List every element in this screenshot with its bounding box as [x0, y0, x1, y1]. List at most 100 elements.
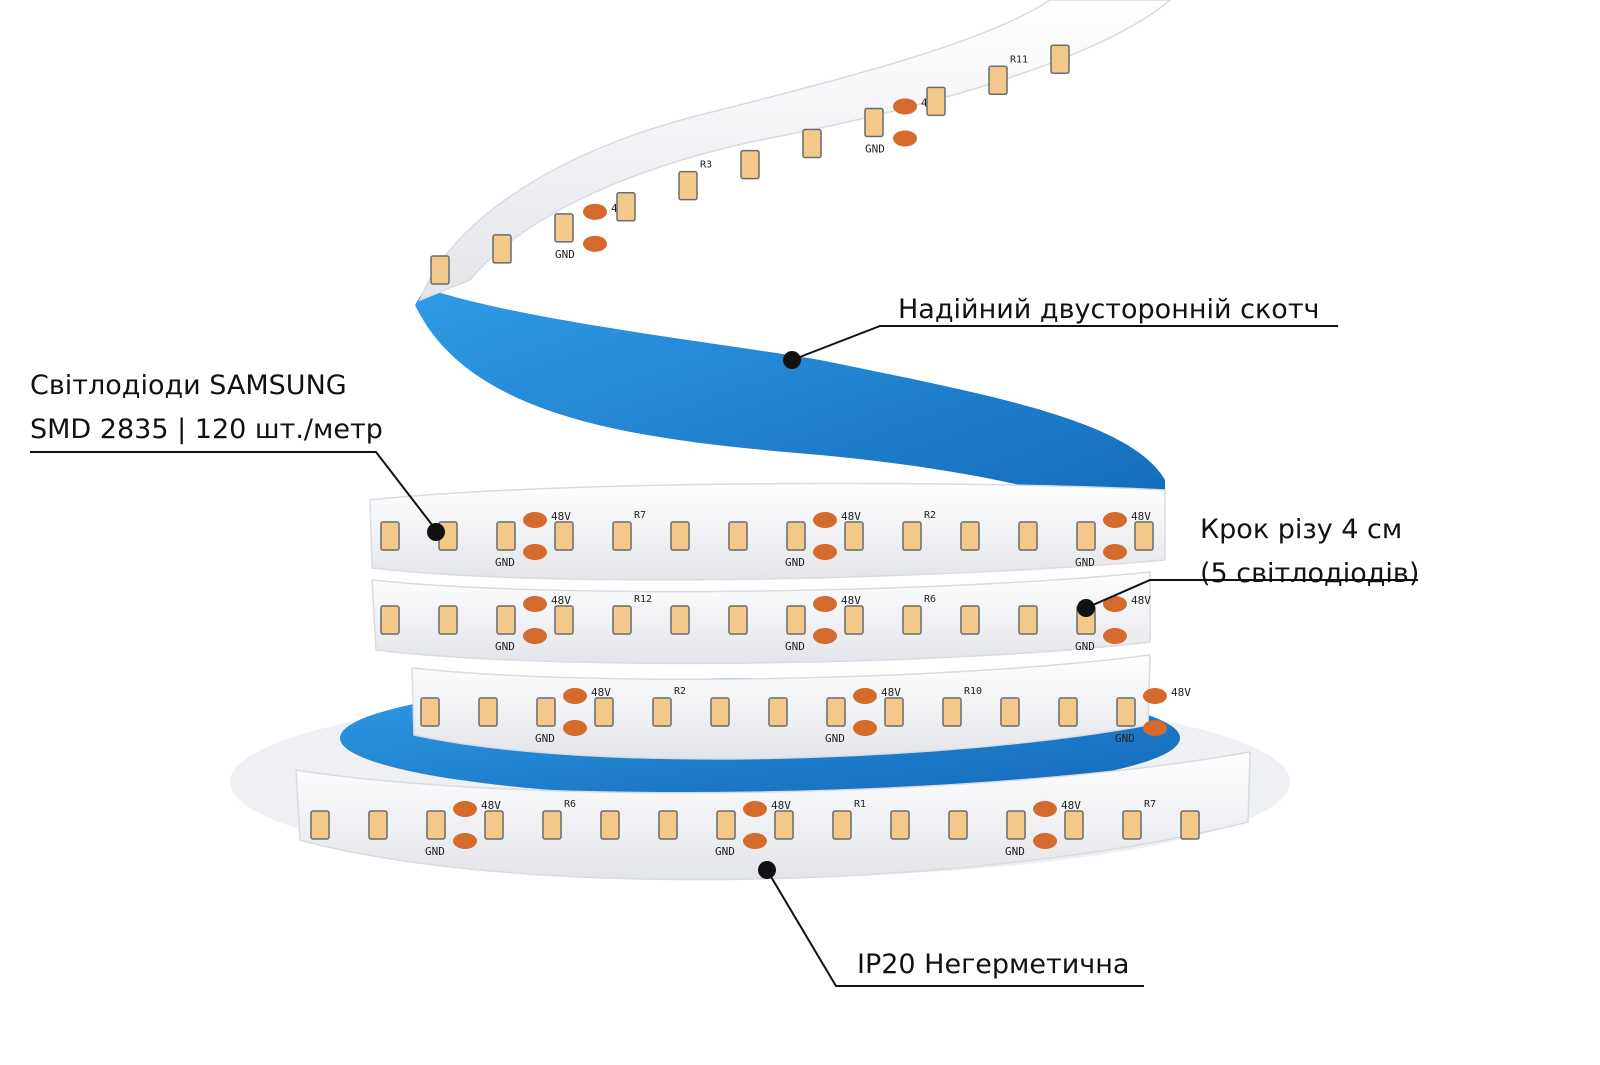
- coil-3-led: [768, 697, 788, 727]
- spiral-led: [926, 86, 946, 117]
- coil-4-voltage-marking: 48V: [481, 799, 501, 812]
- coil-1-solder-pad: [813, 512, 837, 528]
- coil-3-led: [1058, 697, 1078, 727]
- spiral-led: [864, 107, 884, 138]
- coil-2-resistor-marking: R12: [634, 594, 652, 605]
- coil-4-led: [948, 810, 968, 840]
- coil-1-solder-pad: [523, 512, 547, 528]
- callout-leds-label: Світлодіоди SAMSUNG SMD 2835 | 120 шт./м…: [30, 364, 383, 452]
- coil-1-solder-pad: [1103, 512, 1127, 528]
- coil-2-solder-pad: [813, 596, 837, 612]
- coil-1-solder-pad: [1103, 544, 1127, 560]
- coil-4-led: [1006, 810, 1026, 840]
- coil-3-led: [594, 697, 614, 727]
- callout-line-cut: [1085, 579, 1418, 609]
- coil-2-led: [554, 605, 574, 635]
- callout-cut-line-1: Крок різу 4 см: [1200, 514, 1403, 545]
- coil-3-led: [884, 697, 904, 727]
- coil-2-ground-marking: GND: [1075, 640, 1095, 653]
- coil-4-resistor-marking: R1: [854, 799, 866, 810]
- spiral-solder-pad: [893, 130, 917, 147]
- callout-lines: [30, 325, 1418, 987]
- coil-2-led: [728, 605, 748, 635]
- coil-4-voltage-marking: 48V: [1061, 799, 1081, 812]
- coil-2-led: [612, 605, 632, 635]
- coil-1-resistor-marking: R2: [924, 510, 936, 521]
- coil-3-solder-pad: [853, 688, 877, 704]
- coil-3-led: [1000, 697, 1020, 727]
- coil-4-led: [310, 810, 330, 840]
- coil-2-led: [960, 605, 980, 635]
- callout-leds-line-2: SMD 2835 | 120 шт./метр: [30, 414, 383, 445]
- led-strip-coil-4: [295, 751, 1251, 881]
- coil-4-led: [1064, 810, 1084, 840]
- coil-3-ground-marking: GND: [535, 732, 555, 745]
- coil-2-solder-pad: [1103, 596, 1127, 612]
- coil-1-led: [786, 521, 806, 551]
- coil-2-solder-pad: [813, 628, 837, 644]
- coil-4-led: [600, 810, 620, 840]
- coil-1-led: [1076, 521, 1096, 551]
- spiral-led: [492, 234, 512, 264]
- coil-3-led: [710, 697, 730, 727]
- coil-2-led: [1018, 605, 1038, 635]
- coil-4-resistor-marking: R6: [564, 799, 576, 810]
- coil-3-led: [420, 697, 440, 727]
- coil-1-voltage-marking: 48V: [551, 510, 571, 523]
- callout-line-tape: [791, 325, 1338, 361]
- coil-4-led: [368, 810, 388, 840]
- callout-cut-line-2: (5 світлодіодів): [1200, 558, 1420, 589]
- coil-4-ground-marking: GND: [715, 845, 735, 858]
- coil-3-solder-pad: [853, 720, 877, 736]
- callout-leds-line-1: Світлодіоди SAMSUNG: [30, 370, 347, 401]
- coil-3-resistor-marking: R10: [964, 686, 982, 697]
- callout-ip-text: IP20 Негерметична: [857, 949, 1130, 980]
- coil-4-led: [426, 810, 446, 840]
- spiral-solder-pad: [583, 235, 607, 252]
- coil-4-led: [1122, 810, 1142, 840]
- strip-components: 48V GND R7 48V GND R2 48V GND 48V GND R12 48V GND R6 4…: [310, 44, 1200, 858]
- spiral-resistor-marking: R11: [1010, 54, 1028, 65]
- spiral-ground-marking: GND: [865, 142, 885, 155]
- callout-dots: [427, 351, 1095, 879]
- callout-dot-leds: [427, 523, 445, 541]
- coil-4-resistor-marking: R7: [1144, 799, 1156, 810]
- coil-1-led: [380, 521, 400, 551]
- coil-1-led: [844, 521, 864, 551]
- coil-2-led: [844, 605, 864, 635]
- led-strip-coil-1: [369, 482, 1166, 581]
- coil-2-led: [496, 605, 516, 635]
- coil-1-solder-pad: [523, 544, 547, 560]
- coil-3-solder-pad: [1143, 688, 1167, 704]
- coil-3-led: [478, 697, 498, 727]
- spiral-led: [1050, 44, 1070, 74]
- coil-3-led: [1116, 697, 1136, 727]
- coil-1-led: [960, 521, 980, 551]
- coil-3-led: [826, 697, 846, 727]
- led-strip-upper-spiral: [418, 0, 1172, 302]
- callout-dot-tape: [783, 351, 801, 369]
- coil-4-led: [542, 810, 562, 840]
- spiral-solder-pad: [583, 203, 607, 220]
- coil-2-voltage-marking: 48V: [841, 594, 861, 607]
- spiral-led: [678, 170, 698, 201]
- coil-4-led: [1180, 810, 1200, 840]
- spiral-led: [802, 128, 822, 159]
- coil-2-solder-pad: [523, 596, 547, 612]
- coil-2-led: [380, 605, 400, 635]
- coil-4-led: [832, 810, 852, 840]
- coil-3-solder-pad: [563, 688, 587, 704]
- spiral-resistor-marking: R3: [700, 160, 712, 171]
- coil-3-voltage-marking: 48V: [591, 686, 611, 699]
- coil-2-ground-marking: GND: [495, 640, 515, 653]
- coil-1-ground-marking: GND: [1075, 556, 1095, 569]
- callout-line-ip: [766, 869, 1144, 987]
- coil-3-solder-pad: [1143, 720, 1167, 736]
- coil-4-voltage-marking: 48V: [771, 799, 791, 812]
- coil-4-led: [890, 810, 910, 840]
- coil-3-resistor-marking: R2: [674, 686, 686, 697]
- coil-3-ground-marking: GND: [1115, 732, 1135, 745]
- coil-3-led: [942, 697, 962, 727]
- callout-dot-ip: [758, 861, 776, 879]
